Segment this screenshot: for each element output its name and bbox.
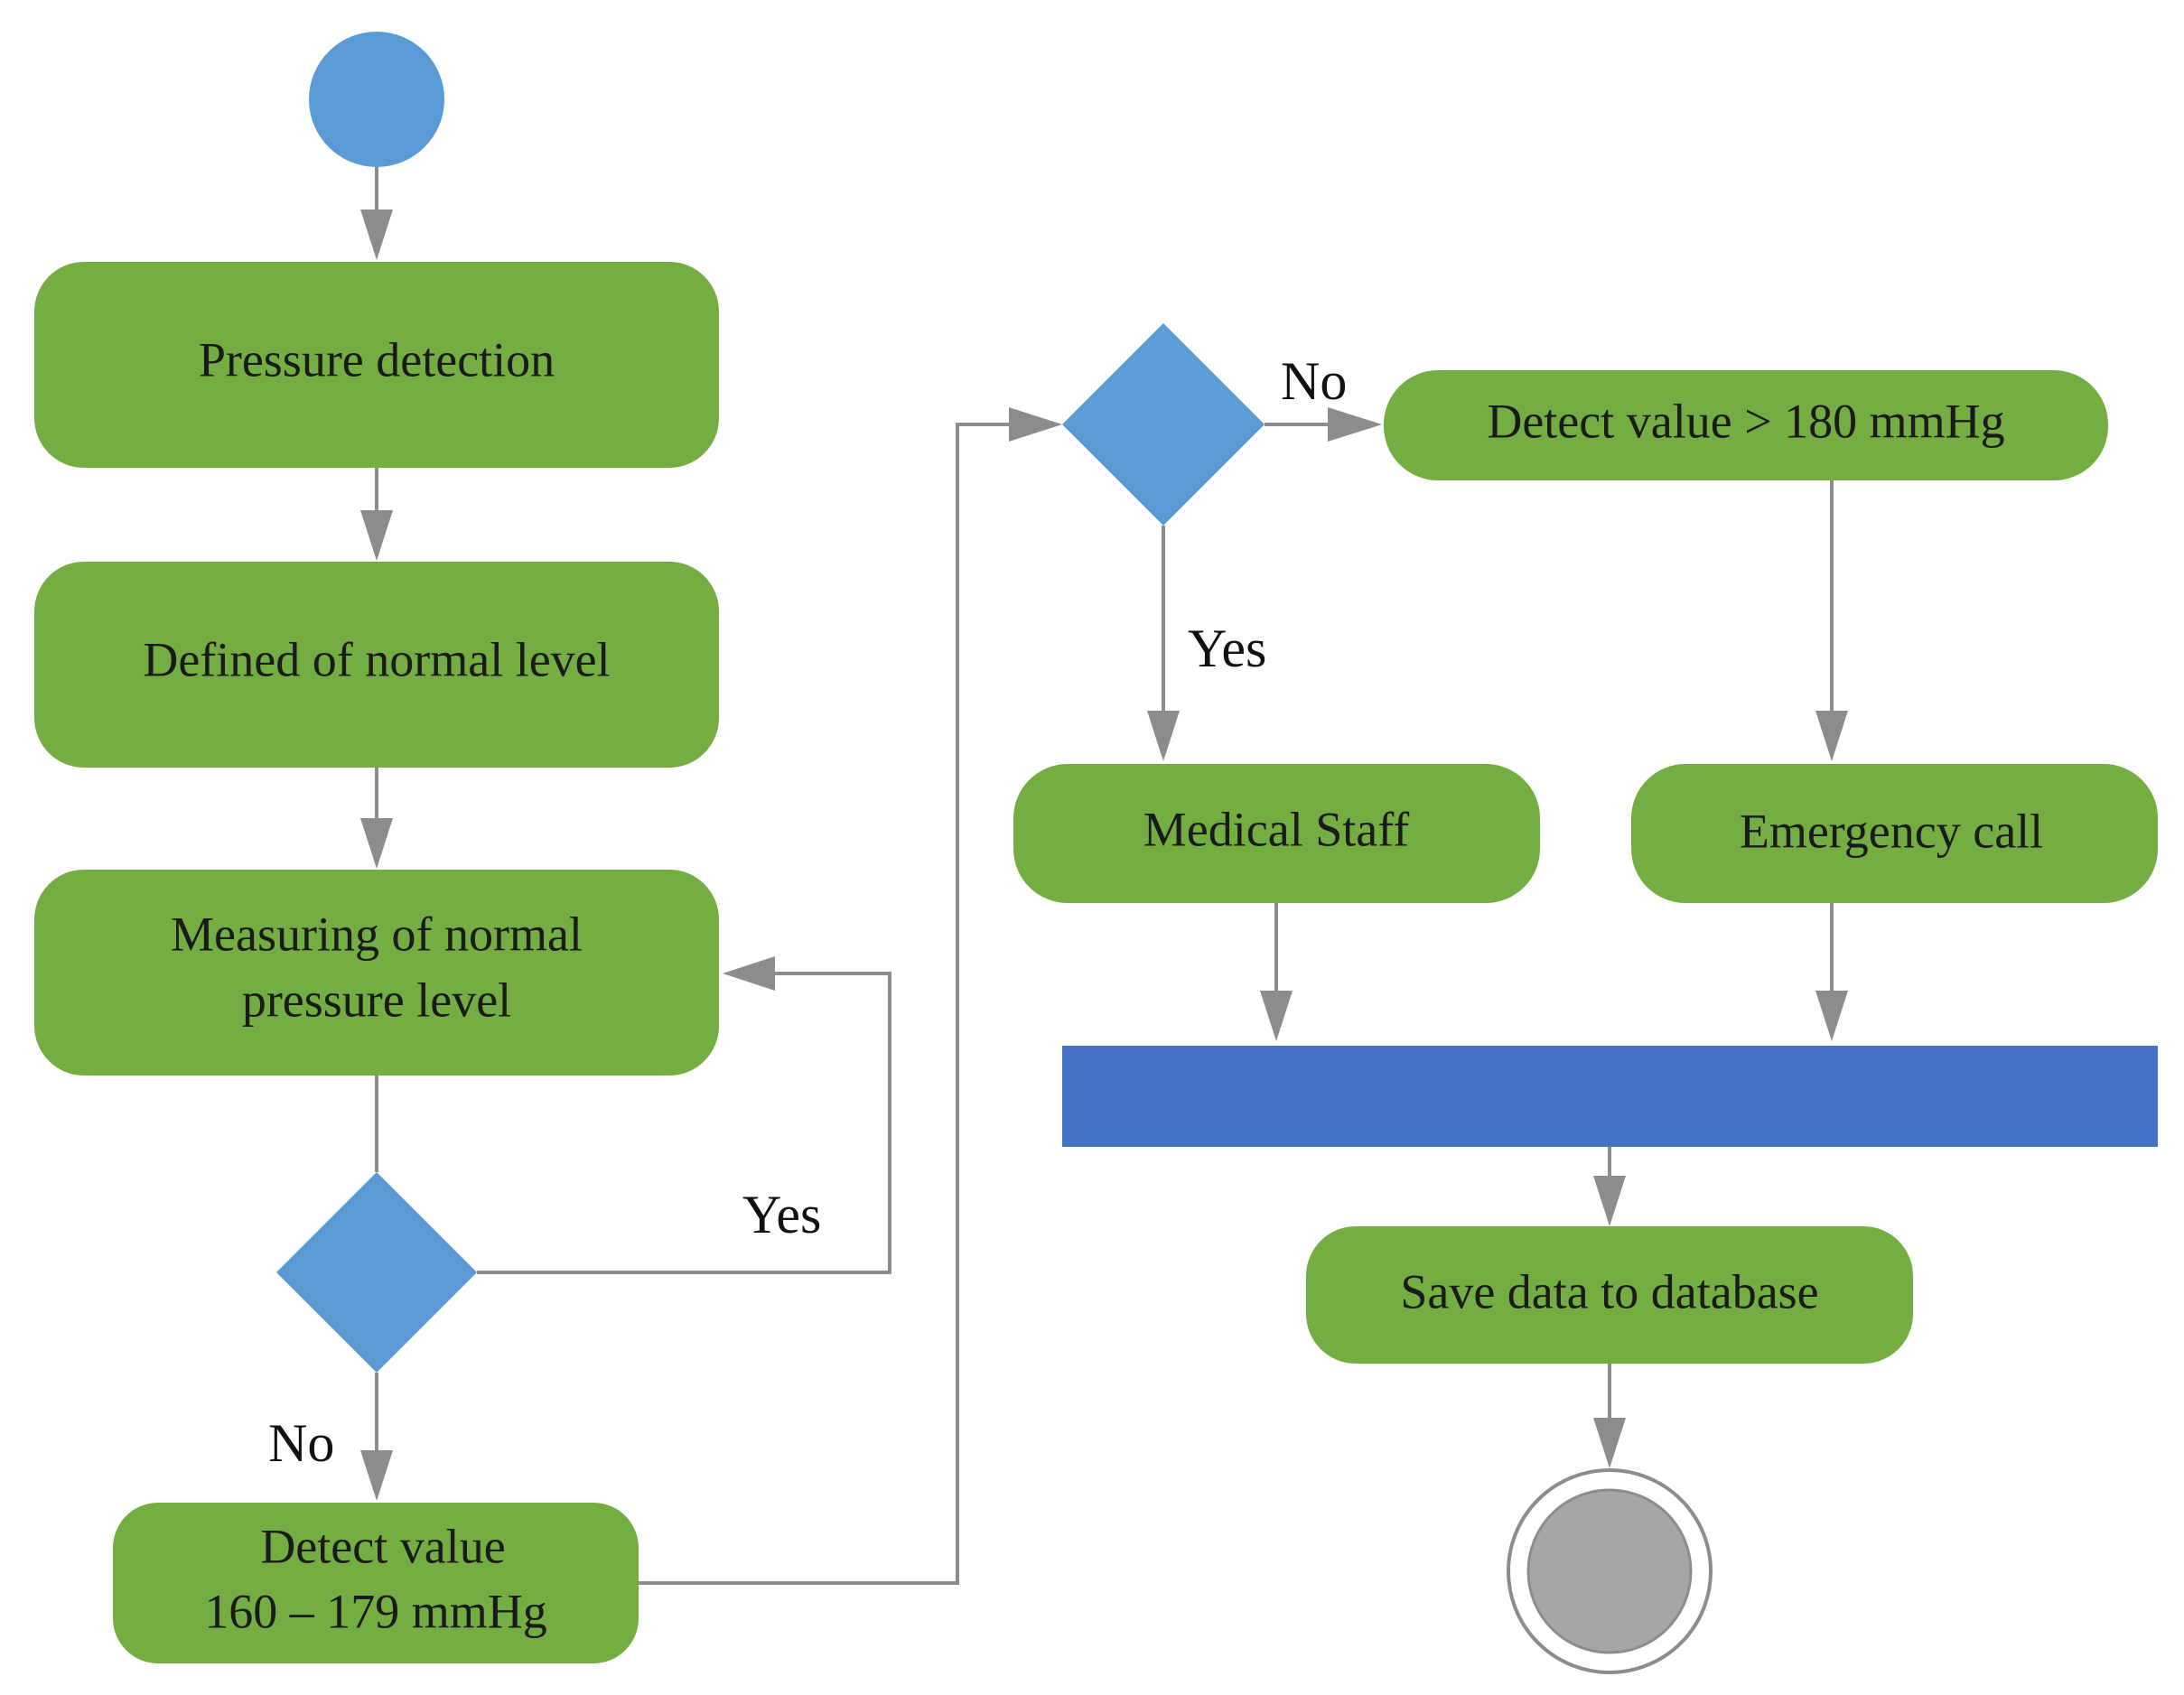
action-label: Detect value > 180 mmHg — [1487, 394, 2004, 448]
action-label: Save data to database — [1400, 1264, 1818, 1318]
arrowhead — [1815, 991, 1848, 1041]
action-label-line2: pressure level — [242, 973, 511, 1027]
arrowhead — [1593, 1176, 1626, 1226]
initial-node — [309, 32, 444, 167]
arrowhead — [360, 818, 393, 869]
arrowhead — [360, 510, 393, 561]
final-node-core — [1526, 1488, 1693, 1654]
arrowhead — [1328, 407, 1382, 442]
arrowhead — [1260, 991, 1293, 1041]
action-box — [34, 870, 719, 1076]
action-measuring-normal-pressure: Measuring of normal pressure level — [34, 870, 719, 1076]
arrowhead — [723, 956, 775, 991]
arrowhead — [1593, 1418, 1626, 1468]
edge-detect160-to-decision2 — [639, 423, 1016, 1585]
connectors — [360, 167, 1848, 1585]
action-box — [34, 562, 719, 768]
edge-label-no-right: No — [1281, 351, 1347, 411]
action-detect-160-179: Detect value 160 – 179 mmHg — [113, 1503, 639, 1663]
action-box — [1013, 764, 1540, 903]
action-label-line1: Measuring of normal — [171, 907, 583, 961]
action-box — [1631, 764, 2158, 903]
arrowhead — [360, 1450, 393, 1501]
action-box — [34, 262, 719, 468]
join-bar — [1062, 1046, 2158, 1147]
final-node — [1507, 1468, 1713, 1674]
edge-label-yes-down: Yes — [1188, 619, 1266, 678]
decision-diamond-1 — [276, 1172, 477, 1373]
arrowhead — [360, 210, 393, 260]
action-box — [1306, 1226, 1913, 1364]
action-detect-over-180: Detect value > 180 mmHg — [1384, 370, 2108, 480]
action-label-line1: Detect value — [260, 1519, 505, 1573]
action-defined-normal-level: Defined of normal level — [34, 562, 719, 768]
edge-label-no-down: No — [268, 1413, 334, 1473]
action-save-data: Save data to database — [1306, 1226, 1913, 1364]
arrowhead — [1815, 711, 1848, 761]
action-label-line2: 160 – 179 mmHg — [204, 1584, 547, 1638]
action-box — [113, 1503, 639, 1663]
action-medical-staff: Medical Staff — [1013, 764, 1540, 903]
action-label: Medical Staff — [1143, 802, 1409, 856]
action-label: Defined of normal level — [143, 632, 610, 686]
action-emergency-call: Emergency call — [1631, 764, 2158, 903]
arrowhead — [1009, 407, 1062, 442]
action-box — [1384, 370, 2108, 480]
edge-yes-loop — [477, 972, 891, 1274]
decision-diamond-2 — [1062, 323, 1265, 526]
action-label: Emergency call — [1740, 804, 2043, 858]
action-label: Pressure detection — [199, 332, 555, 386]
action-pressure-detection: Pressure detection — [34, 262, 719, 468]
edge-label-yes-loop: Yes — [742, 1185, 821, 1244]
arrowhead — [1147, 711, 1180, 761]
